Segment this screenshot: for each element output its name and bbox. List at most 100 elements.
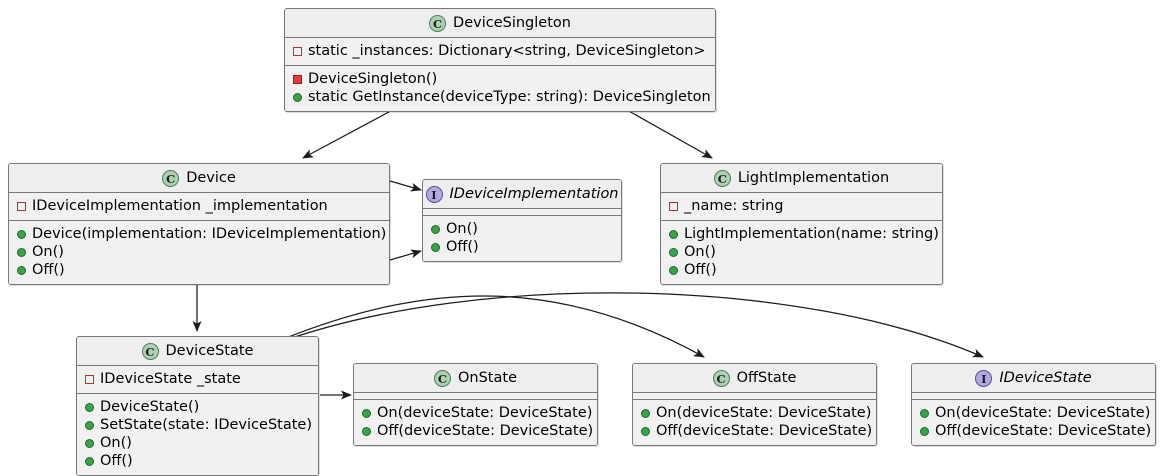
class-stereotype-icon: C — [434, 369, 451, 387]
attribute-text: IDeviceState _state — [100, 371, 241, 387]
interface-header: I IDeviceState — [912, 364, 1155, 392]
public-method-icon — [920, 426, 929, 436]
class-box-devicesingleton[interactable]: C DeviceSingleton static _instances: Dic… — [284, 8, 716, 112]
attribute-row: IDeviceImplementation _implementation — [14, 197, 384, 215]
interface-header: I IDeviceImplementation — [423, 180, 621, 208]
attributes-section: _name: string — [661, 193, 942, 220]
attribute-row: IDeviceState _state — [82, 370, 313, 388]
interface-stereotype-icon: I — [975, 369, 993, 387]
class-stereotype-icon: C — [712, 369, 730, 387]
private-method-icon — [293, 74, 302, 84]
class-stereotype-icon: C — [162, 169, 180, 187]
operation-row: On() — [82, 434, 313, 452]
divider — [423, 208, 621, 209]
operation-row: Off() — [666, 261, 937, 279]
operations-section: Device(implementation: IDeviceImplementa… — [9, 221, 389, 284]
attribute-row: static _instances: Dictionary<string, De… — [290, 42, 710, 60]
public-method-icon — [17, 265, 26, 275]
attribute-text: static _instances: Dictionary<string, De… — [308, 43, 706, 59]
operation-text: On() — [100, 435, 132, 451]
private-field-icon — [669, 201, 678, 211]
operation-text: On() — [446, 221, 478, 237]
attributes-section: IDeviceState _state — [77, 366, 318, 393]
divider — [912, 392, 1155, 393]
divider — [661, 192, 942, 193]
divider — [285, 65, 715, 66]
class-box-device[interactable]: C Device IDeviceImplementation _implemen… — [8, 163, 390, 285]
operation-text: Off(deviceState: DeviceState) — [935, 423, 1152, 439]
private-field-icon — [17, 201, 26, 211]
edge-devicesingleton-to-lightimplementation — [619, 105, 713, 159]
interface-name: IDeviceState — [999, 370, 1092, 386]
divider — [633, 399, 876, 400]
class-header: C DeviceState — [77, 337, 318, 365]
public-method-icon — [85, 438, 94, 448]
operations-section: DeviceState() SetState(state: IDeviceSta… — [77, 394, 318, 475]
class-box-devicestate[interactable]: C DeviceState IDeviceState _state Device… — [76, 336, 319, 476]
edge-device-to-ideviceimplementation-upper — [389, 180, 422, 192]
attributes-section — [423, 209, 621, 215]
operation-row: On(deviceState: DeviceState) — [917, 404, 1150, 422]
operations-section: DeviceSingleton() static GetInstance(dev… — [285, 66, 715, 111]
operation-text: Off() — [684, 262, 717, 278]
attributes-section: static _instances: Dictionary<string, De… — [285, 38, 715, 65]
public-method-icon — [920, 408, 929, 418]
private-field-icon — [85, 374, 94, 384]
divider — [423, 215, 621, 216]
operation-row: On() — [428, 220, 616, 238]
attributes-section — [633, 393, 876, 399]
class-box-offstate[interactable]: C OffState On(deviceState: DeviceState) … — [632, 363, 877, 446]
public-method-icon — [362, 426, 371, 436]
operation-text: On() — [684, 244, 716, 260]
public-method-icon — [85, 420, 94, 430]
operation-row: On() — [14, 243, 384, 261]
class-stereotype-icon: C — [429, 14, 447, 32]
class-name: OffState — [736, 370, 797, 386]
divider — [354, 399, 597, 400]
operation-row: Off(deviceState: DeviceState) — [359, 422, 594, 440]
public-method-icon — [293, 92, 302, 102]
interface-box-ideviceimplementation[interactable]: I IDeviceImplementation On() Off() — [422, 179, 622, 262]
edge-device-to-ideviceimplementation-lower — [389, 249, 422, 261]
operation-text: DeviceSingleton() — [308, 71, 438, 87]
class-stereotype-icon: C — [713, 169, 731, 187]
public-method-icon — [362, 408, 371, 418]
attribute-text: IDeviceImplementation _implementation — [32, 198, 328, 214]
operations-section: LightImplementation(name: string) On() O… — [661, 221, 942, 284]
attribute-text: _name: string — [684, 198, 784, 214]
interface-stereotype-icon: I — [425, 185, 443, 203]
divider — [9, 220, 389, 221]
operations-section: On(deviceState: DeviceState) Off(deviceS… — [912, 400, 1155, 445]
operation-text: On(deviceState: DeviceState) — [935, 405, 1151, 421]
class-header: C OnState — [354, 364, 597, 392]
operation-row: Off() — [82, 452, 313, 470]
interface-box-idevicestate[interactable]: I IDeviceState On(deviceState: DeviceSta… — [911, 363, 1156, 446]
class-box-onstate[interactable]: C OnState On(deviceState: DeviceState) O… — [353, 363, 598, 446]
class-box-lightimplementation[interactable]: C LightImplementation _name: string Ligh… — [660, 163, 943, 285]
attributes-section — [912, 393, 1155, 399]
operation-text: On(deviceState: DeviceState) — [377, 405, 593, 421]
operation-row: DeviceState() — [82, 398, 313, 416]
edge-devicesingleton-to-device — [302, 105, 401, 159]
class-name: LightImplementation — [737, 170, 890, 186]
operations-section: On(deviceState: DeviceState) Off(deviceS… — [633, 400, 876, 445]
operation-text: Off(deviceState: DeviceState) — [377, 423, 594, 439]
operation-text: On(deviceState: DeviceState) — [656, 405, 872, 421]
divider — [633, 392, 876, 393]
public-method-icon — [641, 408, 650, 418]
class-name: OnState — [458, 370, 517, 386]
public-method-icon — [669, 265, 678, 275]
operation-text: Off() — [100, 453, 133, 469]
operation-text: LightImplementation(name: string) — [684, 226, 939, 242]
operations-section: On(deviceState: DeviceState) Off(deviceS… — [354, 400, 597, 445]
class-header: C Device — [9, 164, 389, 192]
divider — [354, 392, 597, 393]
class-header: C LightImplementation — [661, 164, 942, 192]
public-method-icon — [669, 247, 678, 257]
divider — [661, 220, 942, 221]
operation-row: Off() — [14, 261, 384, 279]
operation-text: Off() — [32, 262, 65, 278]
public-method-icon — [641, 426, 650, 436]
attributes-section: IDeviceImplementation _implementation — [9, 193, 389, 220]
